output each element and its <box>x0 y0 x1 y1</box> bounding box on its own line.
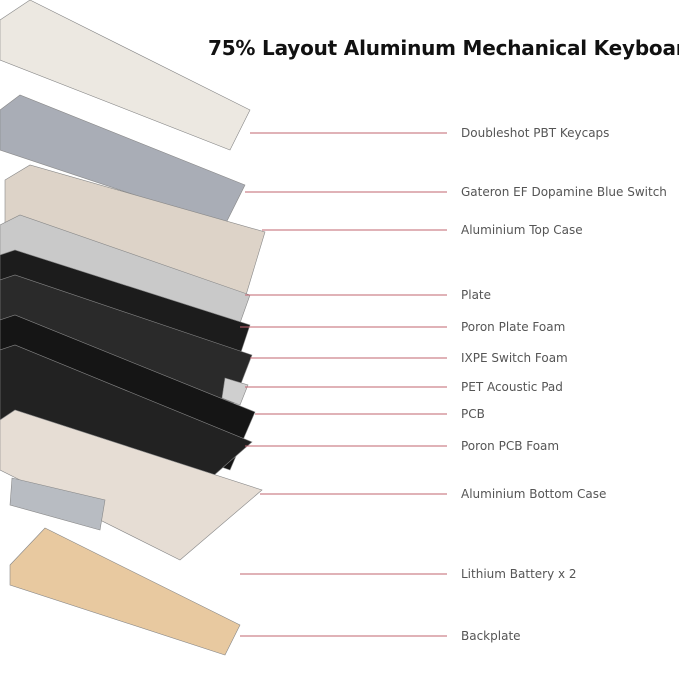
layer-poron-pcb-foam <box>0 344 253 506</box>
label-doubleshot-pbt-keycaps: Doubleshot PBT Keycaps <box>461 126 610 140</box>
label-backplate: Backplate <box>461 629 521 643</box>
label-aluminium-top-case: Aluminium Top Case <box>461 223 583 237</box>
label-ixpe-switch-foam: IXPE Switch Foam <box>461 351 568 365</box>
layer-backplate <box>9 527 241 656</box>
layer-lithium-battery-x-2 <box>9 477 106 531</box>
label-poron-pcb-foam: Poron PCB Foam <box>461 439 560 453</box>
layer-pet-acoustic-pad <box>221 377 249 406</box>
label-gateron-ef-dopamine-blue-switch: Gateron EF Dopamine Blue Switch <box>461 185 667 199</box>
label-pcb: PCB <box>461 407 485 421</box>
page-title: 75% Layout Aluminum Mechanical Keyboard <box>208 36 679 60</box>
layer-doubleshot-pbt-keycaps <box>0 0 251 151</box>
label-lithium-battery-x-2: Lithium Battery x 2 <box>461 567 577 581</box>
layer-aluminium-bottom-case <box>0 409 263 561</box>
layer-gateron-ef-dopamine-blue-switch <box>0 94 246 226</box>
label-aluminium-bottom-case: Aluminium Bottom Case <box>461 487 607 501</box>
label-plate: Plate <box>461 288 492 302</box>
label-poron-plate-foam: Poron Plate Foam <box>461 320 566 334</box>
label-pet-acoustic-pad: PET Acoustic Pad <box>461 380 563 394</box>
